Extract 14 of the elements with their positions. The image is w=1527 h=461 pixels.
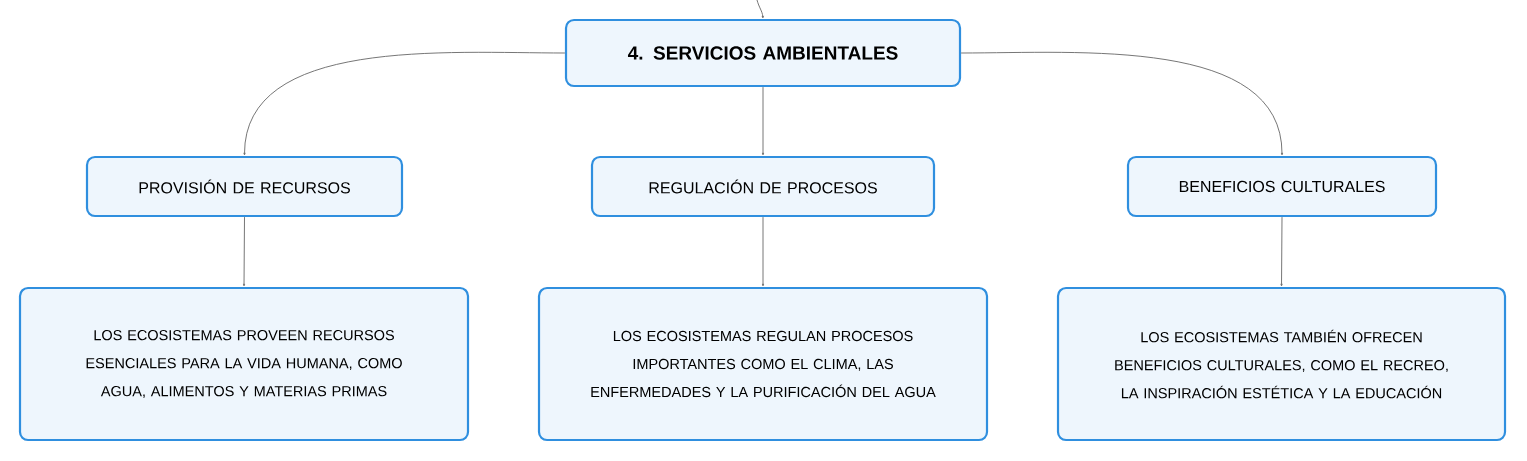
arrow: [243, 51, 566, 156]
description-box: LOS ECOSISTEMAS REGULAN PROCESOS IMPORTANTES COMO EL CLIMA, LAS ENFERMEDADES Y LA PURIFICACIÓN DEL AGUA: [537, 286, 989, 442]
arrow: [1280, 216, 1283, 287]
arrow: [761, 86, 765, 156]
arrow: [960, 51, 1284, 156]
description-box: LOS ECOSISTEMAS TAMBIÉN OFRECEN BENEFICIOS CULTURALES, COMO EL RECREO, LA INSPIRACIÓN ESTÉTICA Y LA EDUCACIÓN: [1056, 286, 1507, 442]
category-box: REGULACIÓN DE PROCESOS: [590, 155, 936, 218]
description-box: LOS ECOSISTEMAS PROVEEN RECURSOS ESENCIALES PARA LA VIDA HUMANA, COMO AGUA, ALIMENTOS Y MATERIAS PRIMAS: [18, 286, 470, 442]
arrow: [242, 216, 246, 287]
topic-box: 4. SERVICIOS AMBIENTALES: [564, 18, 962, 88]
arrow: [761, 216, 765, 287]
category-box: BENEFICIOS CULTURALES: [1126, 155, 1438, 218]
arrow: [756, 0, 764, 19]
category-box: PROVISIÓN DE RECURSOS: [85, 155, 404, 218]
